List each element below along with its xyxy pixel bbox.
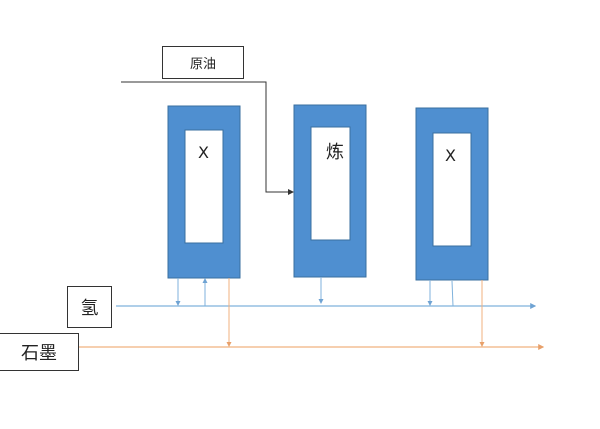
graphite-label: 石墨 — [0, 333, 79, 371]
unit-1-label: X — [198, 143, 209, 162]
crude-oil-line — [121, 81, 294, 195]
unit-2 — [293, 104, 367, 278]
unit-1 — [167, 105, 241, 279]
hydrogen-label: 氢 — [67, 286, 112, 328]
h2-line — [451, 280, 454, 307]
unit-3-label: X — [445, 146, 456, 165]
unit-2-label: 炼 — [326, 142, 344, 163]
crude-oil-label: 原油 — [162, 46, 244, 79]
unit-3 — [415, 107, 489, 281]
